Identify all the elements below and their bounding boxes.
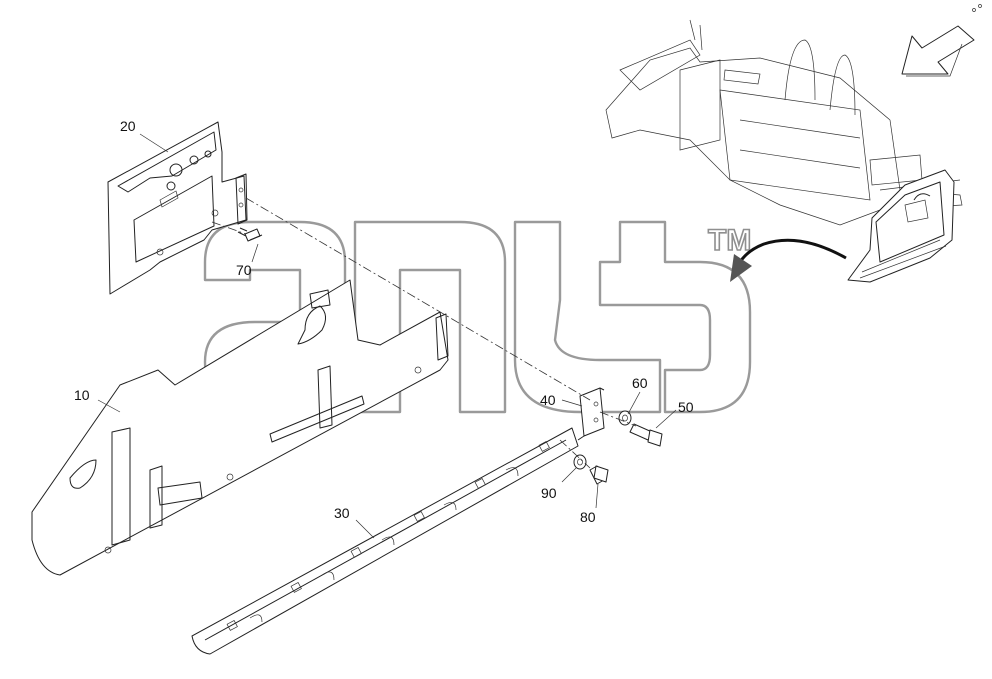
callout-60: 60 [632, 375, 648, 391]
callout-70: 70 [236, 262, 252, 278]
callout-50: 50 [678, 399, 694, 415]
watermark-trademark: TM [708, 224, 751, 257]
assembly-lines [211, 197, 637, 469]
leader-lines [97, 133, 677, 539]
callout-90: 90 [541, 485, 557, 501]
part-10-side-panel [31, 279, 449, 576]
part-40-bracket [577, 387, 605, 441]
corner-mark [972, 4, 982, 12]
callout-80: 80 [580, 509, 596, 525]
callout-40: 40 [540, 392, 556, 408]
callout-labels: 10 20 30 40 50 60 70 80 90 [74, 118, 694, 525]
callout-10: 10 [74, 387, 90, 403]
part-60-washer [618, 410, 632, 426]
callout-20: 20 [120, 118, 136, 134]
watermark-logo: TM [203, 220, 752, 414]
machine-overview-thumbnail [605, 19, 963, 283]
part-70-bolt [237, 227, 263, 242]
part-20-plate [107, 121, 248, 295]
part-80-bolt [589, 465, 609, 485]
part-30-bottom-rail [191, 427, 579, 655]
part-90-washer [573, 454, 587, 470]
curved-pointer-arrow [730, 238, 847, 282]
part-50-bolt [629, 423, 663, 447]
callout-30: 30 [334, 505, 350, 521]
direction-arrow-icon [901, 25, 975, 77]
